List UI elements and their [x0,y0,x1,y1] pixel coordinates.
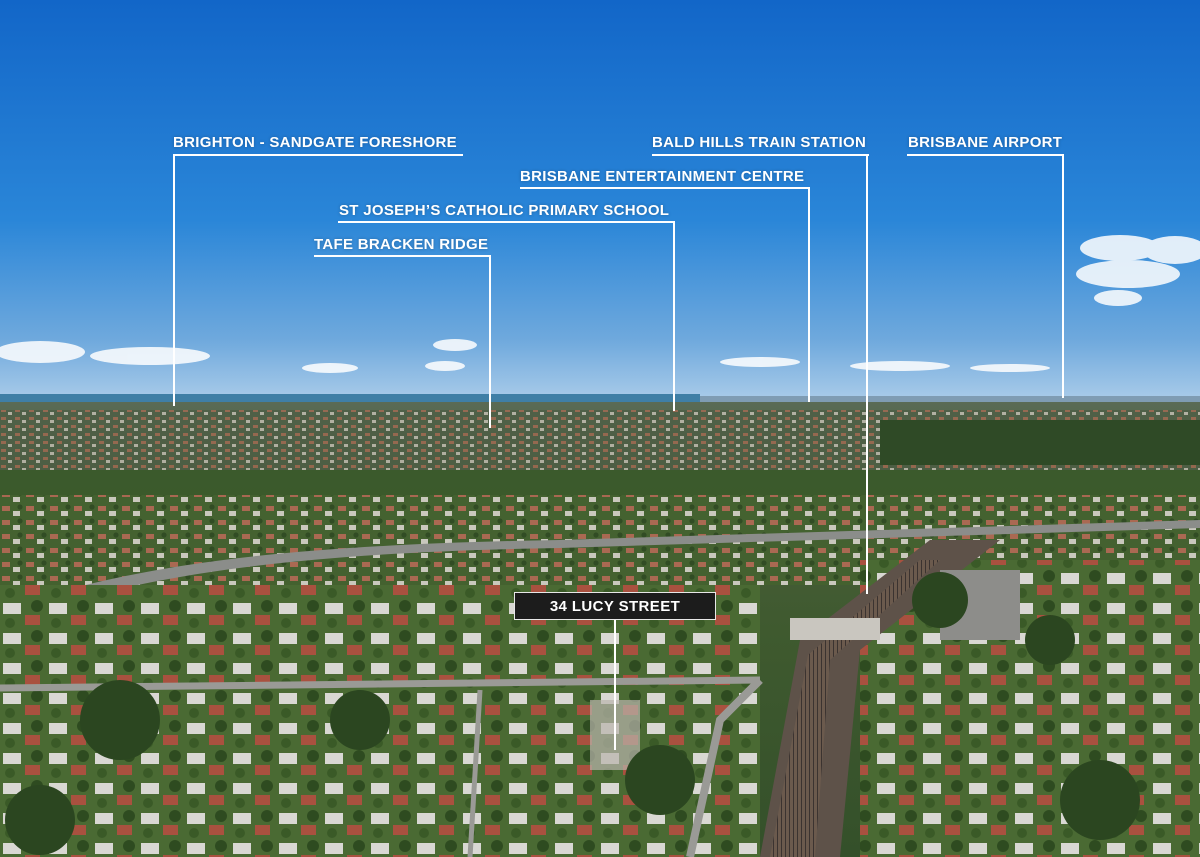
landmark-label-airport: BRISBANE AIRPORT [908,134,1063,151]
st-josephs-underline [338,221,675,223]
bald-hills-leader [866,154,868,594]
entertainment-leader [808,187,810,402]
landmark-label-bald-hills: BALD HILLS TRAIN STATION [652,134,867,151]
tafe-underline [314,255,491,257]
landmark-label-entertainment: BRISBANE ENTERTAINMENT CENTRE [520,168,805,185]
landmark-label-st-josephs: ST JOSEPH’S CATHOLIC PRIMARY SCHOOL [339,202,670,219]
airport-underline [907,154,1064,156]
brighton-underline [173,154,463,156]
tafe-leader [489,255,491,428]
brighton-leader [173,154,175,406]
landmark-label-brighton: BRIGHTON - SANDGATE FORESHORE [173,134,457,151]
airport-leader [1062,154,1064,398]
property-pointer-line [614,620,616,750]
property-label-box: 34 LUCY STREET [514,592,716,620]
bald-hills-underline [652,154,869,156]
landmark-label-tafe: TAFE BRACKEN RIDGE [314,236,489,253]
property-label: 34 LUCY STREET [549,597,681,615]
entertainment-underline [520,187,810,189]
st-josephs-leader [673,221,675,411]
